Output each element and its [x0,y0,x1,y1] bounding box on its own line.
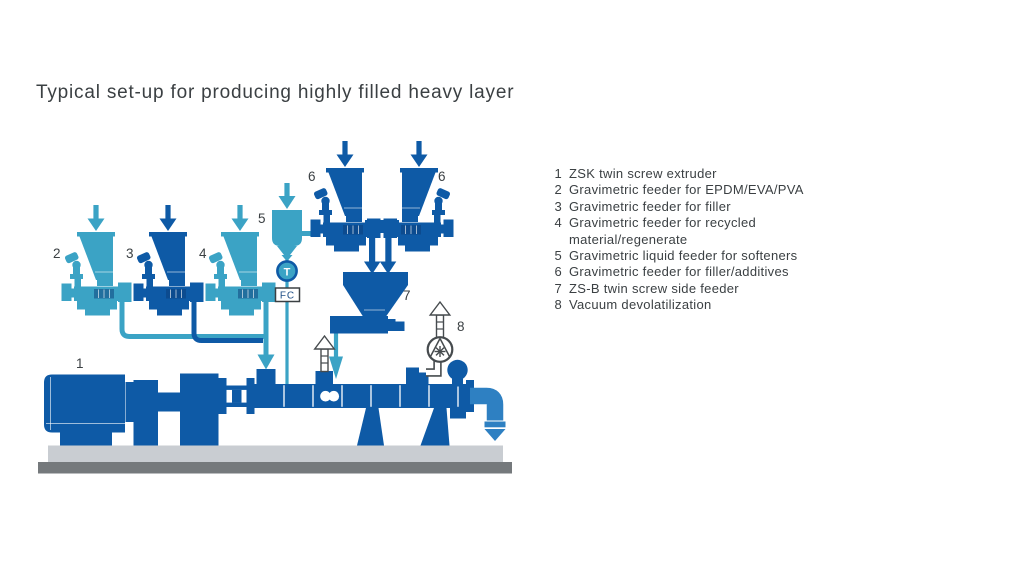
discharge-pipe [470,387,506,441]
legend-label: Vacuum devolatilization [569,297,712,313]
fc-label: FC [280,291,295,302]
legend-label: Gravimetric feeder for recycled material… [569,215,757,247]
main-feed-port [256,354,276,385]
coupling-block [133,380,158,446]
barrel-leg [357,408,384,446]
legend-num: 5 [554,248,562,264]
diagram-label-2: 2 [53,246,61,261]
discharge-arrow-icon [484,429,506,441]
legend-item-2: 2 Gravimetric feeder for EPDM/EVA/PVA [551,182,804,198]
twin-screw-icon [320,390,340,402]
diagram-label-8: 8 [457,319,465,334]
legend-item-4: 4 Gravimetric feeder for recycled materi… [551,215,804,248]
gravimetric-feeder-2 [61,204,132,316]
gravimetric-feeder-3 [133,204,204,316]
diagram-label-5: 5 [258,211,266,226]
legend-item-5: 5 Gravimetric liquid feeder for softener… [551,248,804,264]
diagram-label-7: 7 [403,288,411,303]
legend-label: Gravimetric feeder for EPDM/EVA/PVA [569,182,804,198]
side-feeder-motor [395,321,405,331]
feeder-6-discharge [364,220,399,274]
legend-label: ZS-B twin screw side feeder [569,280,739,296]
legend-num: 4 [554,215,562,231]
page-title: Typical set-up for producing highly fill… [36,82,515,103]
motor-foot [60,432,112,446]
legend-item-8: 8 Vacuum devolatilization [551,297,804,313]
feed-arrow-icon [257,354,275,370]
legend-item-3: 3 Gravimetric feeder for filler [551,199,804,215]
legend-item-7: 7 ZS-B twin screw side feeder [551,281,804,297]
vent-stack-icon [314,335,335,385]
legend-num: 3 [554,198,562,214]
side-feeder-funnel [343,285,408,317]
diagram-label-6-right: 6 [438,169,446,184]
impeller-star-icon [434,346,446,357]
legend-num: 7 [554,280,562,296]
machine-base-platform [38,445,512,474]
vacuum-pump-icon [426,336,454,363]
legend-num: 8 [554,297,562,313]
legend-item-1: 1 ZSK twin screw extruder [551,166,804,182]
legend: 1 ZSK twin screw extruder 2 Gravimetric … [551,166,804,314]
zsk-twin-screw-extruder [44,359,474,446]
legend-label: Gravimetric feeder for filler/additives [569,264,789,280]
vacuum-devolatilization [406,301,454,384]
zsb-side-feeder [329,272,408,379]
extruder-motor [44,374,125,433]
legend-label: ZSK twin screw extruder [569,166,717,181]
side-feed-arrow-icon [329,356,343,379]
down-arrow-icon [278,196,296,209]
legend-num: 2 [554,182,562,198]
legend-item-6: 6 Gravimetric feeder for filler/additive… [551,264,804,280]
legend-label: Gravimetric feeder for filler [569,198,731,214]
diagram-label-4: 4 [199,246,207,261]
diagram-label-3: 3 [126,246,134,261]
legend-num: 1 [554,166,562,181]
vacuum-port [406,367,429,384]
liquid-tank [272,210,302,246]
shaft-coupling [232,389,242,403]
down-arrow-icon [364,261,381,274]
liquid-feeder-5 [272,183,311,262]
extruder-gearbox [180,373,219,446]
barrel-segments [283,385,459,407]
diagram-label-1: 1 [76,356,84,371]
extruder-barrel [254,384,470,408]
pump-letter: T [284,267,291,279]
diagram-label-6-left: 6 [308,169,316,184]
legend-label: Gravimetric liquid feeder for softeners [569,248,798,264]
liquid-pump-symbol: T [276,260,298,282]
feed-pipes [119,250,289,384]
barrel-leg [420,408,450,446]
down-arrow-icon [379,261,397,274]
flow-controller: FC [274,287,301,303]
gravimetric-feeder-6-right [383,140,454,252]
legend-num: 6 [554,264,562,280]
die-head-dome [447,359,468,381]
